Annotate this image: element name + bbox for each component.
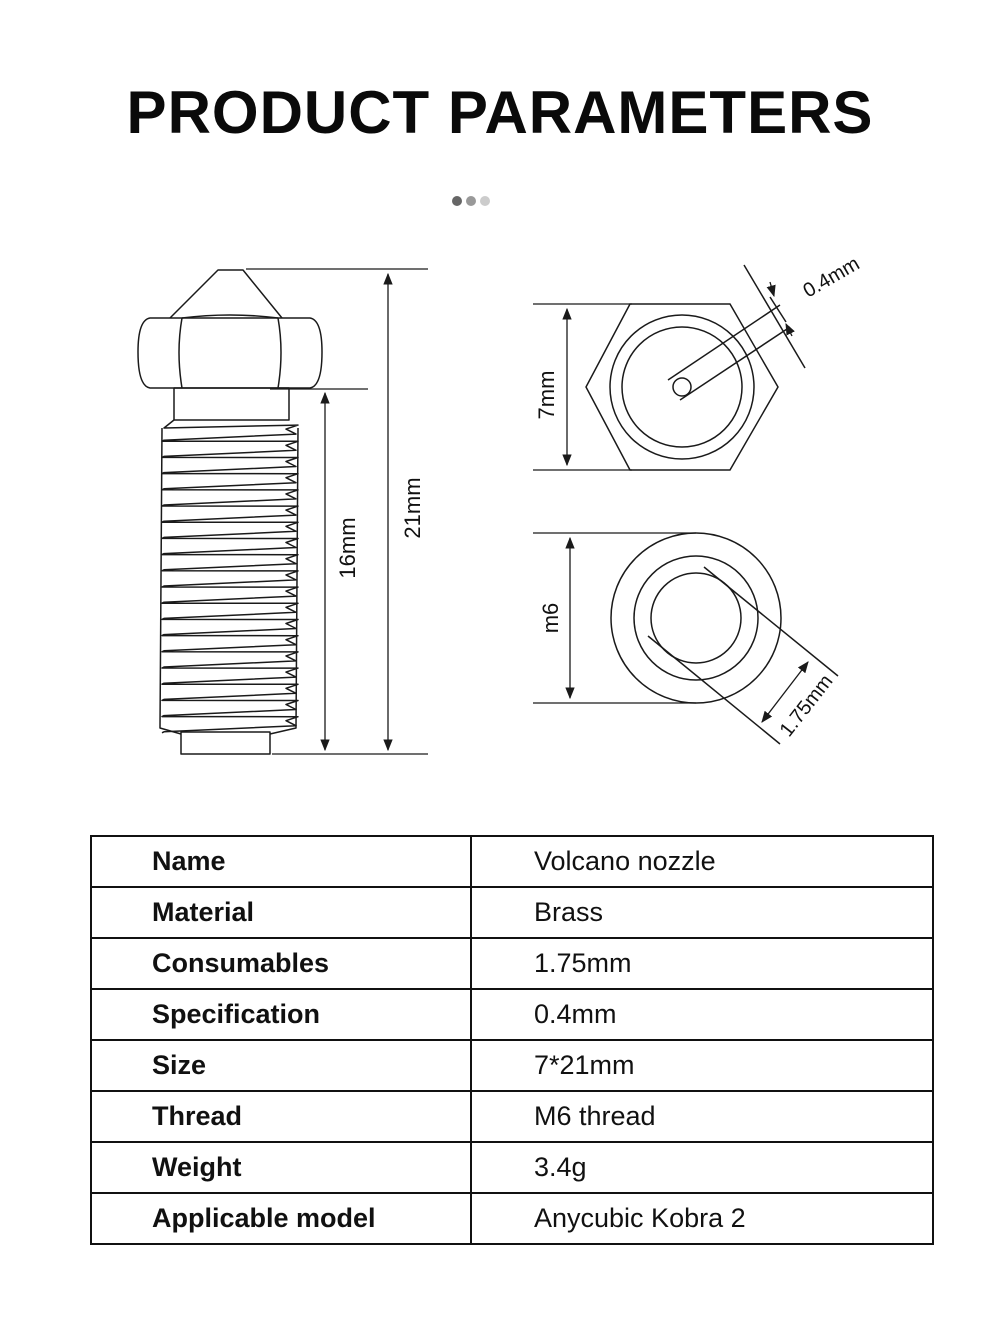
- spec-value: Volcano nozzle: [470, 835, 934, 888]
- spec-key: Weight: [90, 1141, 472, 1194]
- page-title: PRODUCT PARAMETERS: [126, 79, 874, 146]
- spec-value: 1.75mm: [470, 937, 934, 990]
- hex-outline: [585, 303, 779, 471]
- hex-nut: [137, 317, 323, 389]
- hex-outer-ring: [609, 314, 755, 460]
- dim-label-16mm: 16mm: [335, 517, 360, 578]
- hex-inner-ring: [621, 326, 743, 448]
- spec-key: Thread: [90, 1090, 472, 1143]
- nozzle-neck: [173, 387, 290, 421]
- spec-value: 3.4g: [470, 1141, 934, 1194]
- carousel-indicator[interactable]: [452, 196, 492, 208]
- spec-key: Applicable model: [90, 1192, 472, 1245]
- nozzle-bottom: [180, 731, 271, 755]
- dim-label-m6: m6: [538, 603, 563, 634]
- spec-value: M6 thread: [470, 1090, 934, 1143]
- carousel-dot-3[interactable]: [480, 196, 490, 206]
- nozzle-tip: [169, 269, 283, 319]
- thread-sides: [159, 427, 299, 735]
- spec-value: Anycubic Kobra 2: [470, 1192, 934, 1245]
- filament-bore: [650, 572, 742, 664]
- dim-label-0-4mm: 0.4mm: [800, 253, 864, 303]
- spec-value: 0.4mm: [470, 988, 934, 1041]
- spec-value: Brass: [470, 886, 934, 939]
- spec-key: Material: [90, 886, 472, 939]
- thread-outer-ring: [610, 532, 782, 704]
- nozzle-hole: [672, 377, 692, 397]
- dim-label-7mm: 7mm: [534, 371, 559, 420]
- carousel-dot-1[interactable]: [452, 196, 462, 206]
- spec-key: Specification: [90, 988, 472, 1041]
- nozzle-technical-drawing: 21mm 16mm 7mm 0.4mm m6 1.75mm: [137, 253, 864, 755]
- carousel-dot-2[interactable]: [466, 196, 476, 206]
- dim-label-21mm: 21mm: [400, 477, 425, 538]
- spec-key: Name: [90, 835, 472, 888]
- nozzle-side-view: [137, 269, 323, 755]
- side-dimensions: [246, 268, 428, 755]
- dim-line-1-75mm: [761, 661, 809, 723]
- thread-ridges: [161, 419, 299, 734]
- spec-key: Size: [90, 1039, 472, 1092]
- thread-body: [159, 419, 299, 735]
- nozzle-top-view: [585, 264, 806, 471]
- dim-label-1-75mm: 1.75mm: [776, 671, 838, 741]
- spec-value: 7*21mm: [470, 1039, 934, 1092]
- spec-key: Consumables: [90, 937, 472, 990]
- thread-middle-ring: [633, 555, 759, 681]
